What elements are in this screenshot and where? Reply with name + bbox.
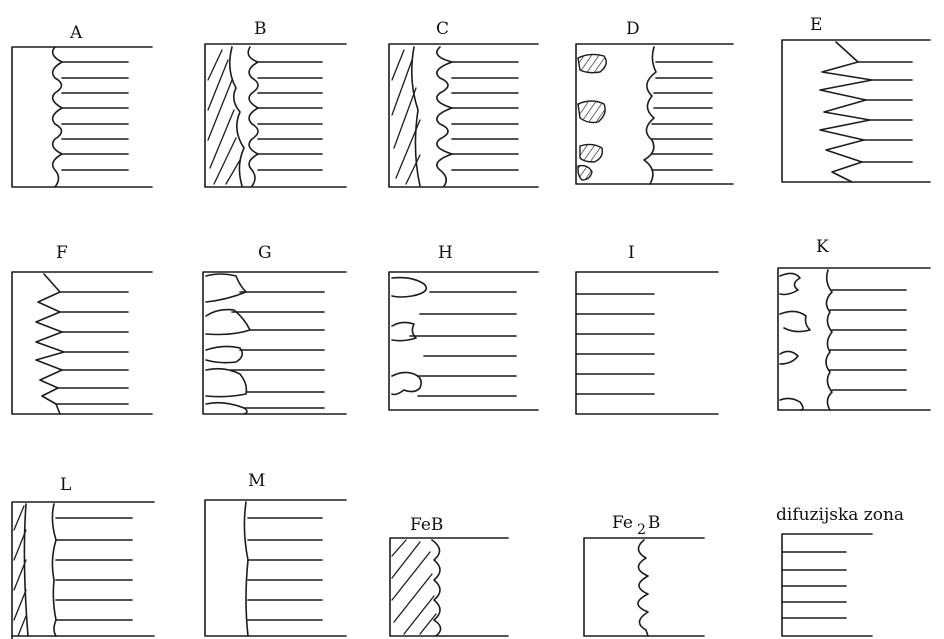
panel-c-lines (451, 61, 519, 171)
panel-c-label: C (436, 19, 449, 39)
panel-a-label: A (69, 23, 83, 43)
panel-g-precipitate-5 (205, 401, 248, 415)
panel-h-precipitate-1 (391, 276, 428, 298)
panel-b: B (204, 19, 347, 188)
panel-h: H (388, 243, 539, 411)
panel-k-label: K (816, 237, 829, 257)
panel-b-lines (257, 61, 323, 171)
panel-d-lines (651, 61, 713, 171)
panel-k: K (777, 237, 931, 411)
panel-e-label: E (810, 15, 822, 35)
panel-fe2b-label-main: Fe (612, 513, 633, 533)
panel-b-frame (204, 43, 347, 188)
panel-l-frame (11, 501, 155, 639)
panel-d-interface (643, 46, 657, 185)
panel-l-interface (51, 503, 57, 637)
panel-e-lines (857, 61, 913, 163)
panel-d-particle-2 (577, 100, 606, 124)
panel-i-lines (575, 293, 655, 395)
panel-a-frame (11, 46, 153, 188)
panel-l: L (11, 475, 155, 639)
panel-h-frame (388, 271, 539, 411)
panel-a-lines (61, 61, 129, 171)
panel-d-label: D (626, 19, 640, 39)
panel-feb-label: FeB (410, 515, 443, 535)
panel-k-precipitate-1 (779, 272, 801, 296)
panel-m: M (204, 471, 347, 637)
panel-l-lines (55, 517, 133, 621)
panel-g-precipitate-1 (205, 273, 247, 303)
panel-e-interface (819, 41, 873, 183)
panel-feb-hatching (391, 539, 437, 635)
panel-feb: FeB (389, 515, 509, 637)
panel-b-inner-boundary (228, 46, 245, 187)
panel-b-label: B (254, 19, 267, 39)
panel-c-frame (388, 43, 539, 188)
panel-e-frame (781, 39, 931, 183)
panel-h-precipitate-3 (391, 371, 422, 396)
panel-d-particle-4 (577, 164, 593, 181)
panel-m-interface (243, 501, 249, 637)
panel-m-label: M (248, 471, 265, 491)
panel-h-precipitate-2 (391, 321, 417, 342)
panel-g: G (202, 243, 347, 415)
panel-k-precipitate-3 (779, 350, 799, 365)
panel-diffusion-zone-lines (781, 551, 847, 619)
panel-f-frame (11, 271, 153, 415)
panel-diffusion-zone-frame (781, 533, 873, 637)
panel-k-interface (825, 269, 833, 411)
panel-g-precipitate-2 (205, 308, 251, 336)
panel-f: F (11, 243, 153, 415)
panel-c-inner-boundary (410, 46, 421, 187)
panel-d-particle-3 (579, 143, 604, 163)
panel-m-frame (204, 499, 347, 637)
panel-d-particle-1 (577, 53, 607, 74)
panel-fe2b-label-sub: 2 (637, 522, 646, 538)
panel-i-frame (575, 271, 719, 415)
panel-diffusion-zone: difuzijska zona (776, 505, 904, 637)
panel-m-lines (247, 517, 323, 621)
panel-diffusion-zone-label: difuzijska zona (776, 505, 904, 525)
panel-b-hatching (207, 49, 241, 185)
panel-g-precipitate-4 (205, 367, 248, 398)
panel-c: C (388, 19, 539, 188)
panel-g-lines (229, 291, 325, 409)
panel-e: E (781, 15, 931, 183)
panel-feb-frame (389, 537, 509, 637)
panel-k-precipitate-4 (779, 397, 804, 411)
panel-h-label: H (438, 243, 453, 263)
panel-k-precipitate-2 (779, 310, 811, 333)
panel-f-interface (35, 273, 65, 415)
panel-b-interface (247, 46, 259, 187)
panel-g-label: G (258, 243, 272, 263)
panel-i-label: I (628, 243, 635, 263)
panel-l-inner-boundary (23, 503, 29, 637)
panel-g-precipitate-3 (205, 345, 244, 364)
panel-h-lines (409, 291, 517, 397)
panel-feb-interface (431, 539, 442, 637)
panel-f-lines (55, 291, 129, 405)
panel-k-lines (829, 289, 907, 391)
panel-a: A (11, 23, 153, 188)
panel-g-frame (202, 271, 347, 415)
panel-i: I (575, 243, 719, 415)
panel-fe2b-label-end: B (648, 513, 661, 533)
panel-c-interface (436, 46, 453, 187)
panel-a-interface (51, 46, 63, 188)
panel-d-frame (575, 43, 734, 185)
panel-f-label: F (56, 243, 68, 263)
panel-fe2b-interface (637, 539, 649, 637)
panel-fe2b-frame (583, 537, 705, 637)
panel-l-label: L (60, 475, 71, 495)
panel-k-frame (777, 267, 931, 411)
panel-d: D (575, 19, 734, 185)
